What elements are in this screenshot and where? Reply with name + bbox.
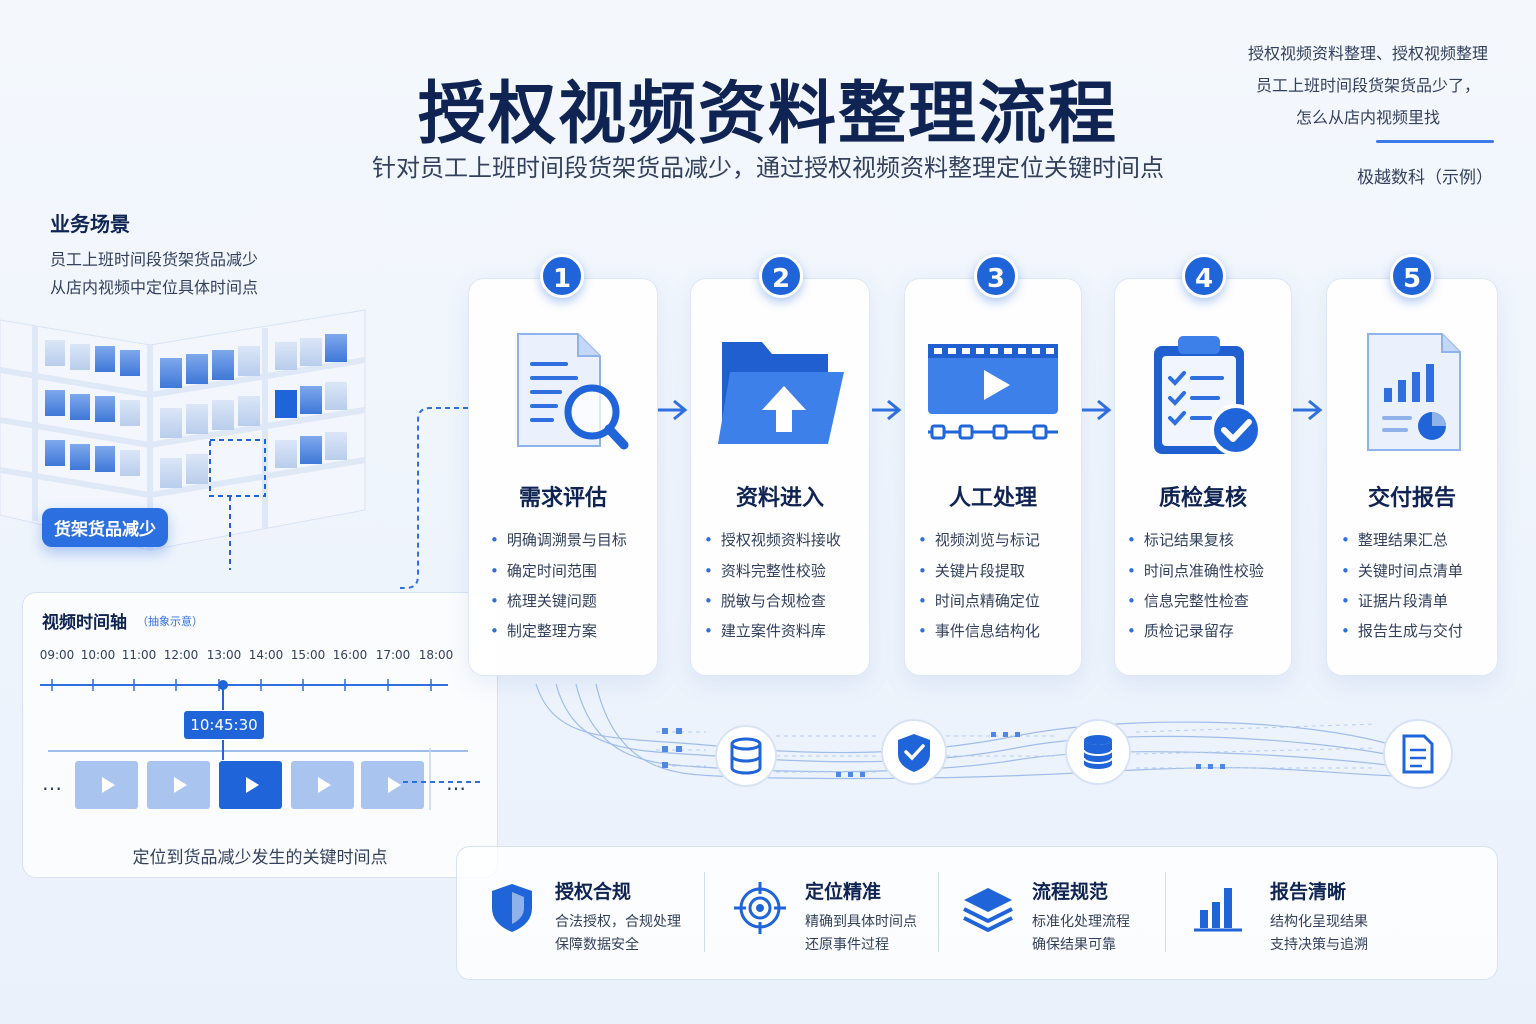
database-icon [715,725,777,787]
folder-upload-icon [718,342,844,444]
feature-title: 定位精准 [805,881,882,903]
step-number-badge: 4 [1182,254,1226,298]
arrow-right-icon [1082,399,1112,421]
step-title: 人工处理 [948,486,1037,511]
step-number-badge: 1 [540,254,584,298]
timeline-tick-label: 17:00 [375,648,411,662]
feature-divider [1165,872,1166,952]
shelf-badge: 货架货品减少 [42,508,168,547]
video-thumbnails [75,761,424,809]
timeline-tick-label: 16:00 [332,648,368,662]
timeline-track[interactable]: … … [22,660,498,860]
corner-note-line: 授权视频资料整理、授权视频整理 [1247,44,1488,63]
feature-line: 标准化处理流程 [1032,914,1130,930]
corner-note: 授权视频资料整理、授权视频整理 员工上班时间段货架货品少了， 怎么从店内视频里找 [1228,38,1508,134]
arrow-right-icon [872,399,902,421]
shield-check-icon [881,719,947,785]
step-title: 需求评估 [518,486,607,511]
feature-line: 还原事件过程 [805,937,889,953]
video-timeline-icon [928,344,1058,440]
timeline-tick-label: 18:00 [418,648,454,662]
feature-divider [938,872,939,952]
feature-title: 授权合规 [555,881,632,903]
step-item: 事件信息结构化 [918,620,1040,641]
step-item: 明确调溯景与目标 [490,529,627,550]
svg-text:…: … [42,771,62,795]
step-number-badge: 2 [759,254,803,298]
target-icon [734,882,786,934]
step-number-badge: 3 [974,254,1018,298]
corner-note-line: 员工上班时间段货架货品少了， [1255,76,1480,95]
step-item: 脱敏与合规检查 [704,590,826,611]
arrow-right-icon [1293,399,1323,421]
document-search-icon [517,333,629,450]
feature-line: 精确到具体时间点 [805,914,917,930]
timeline-title: 视频时间轴 [42,613,127,633]
step-item: 资料完整性校验 [704,560,826,581]
step-item: 制定整理方案 [490,620,597,641]
step-item: 关键时间点清单 [1341,560,1463,581]
step-item: 报告生成与交付 [1341,620,1463,641]
step-item: 视频浏览与标记 [918,529,1040,550]
report-chart-icon [1367,333,1461,451]
feature-title: 流程规范 [1032,881,1109,903]
step-item: 信息完整性检查 [1127,590,1249,611]
document-icon [1383,719,1453,789]
step-item: 整理结果汇总 [1341,529,1448,550]
shield-icon [492,884,532,932]
timeline-connector [400,407,480,783]
timeline-note: （抽象示意） [137,615,203,628]
svg-text:…: … [446,771,466,795]
corner-brand: 极越数科（示例） [1357,168,1493,188]
timeline-tick-label: 10:00 [80,648,116,662]
step-title: 资料进入 [735,486,824,511]
scenario-line: 员工上班时间段货架货品减少 [50,250,259,269]
database-icon [1065,719,1131,785]
step-item: 建立案件资料库 [704,620,826,641]
scenario-line: 从店内视频中定位具体时间点 [50,278,259,297]
features-panel [456,846,1498,980]
timeline-tick-label: 13:00 [206,648,242,662]
shelf-illustration [0,309,366,570]
step-item: 梳理关键问题 [490,590,597,611]
step-number-badge: 5 [1390,254,1434,298]
feature-line: 结构化呈现结果 [1270,914,1368,930]
data-flow-strip [535,683,1453,789]
step-item: 质检记录留存 [1127,620,1234,641]
step-item: 关键片段提取 [918,560,1025,581]
step-title: 质检复核 [1158,486,1247,511]
timeline-tick-label: 12:00 [163,648,199,662]
arrow-right-icon [658,399,688,421]
page-title: 授权视频资料整理流程 [417,75,1118,154]
feature-title: 报告清晰 [1270,881,1347,903]
step-item: 时间点准确性校验 [1127,560,1264,581]
step-item: 标记结果复核 [1127,529,1234,550]
page-subtitle: 针对员工上班时间段货架货品减少，通过授权视频资料整理定位关键时间点 [372,154,1164,182]
feature-divider [704,872,705,952]
step-item: 时间点精确定位 [918,590,1040,611]
step-item: 证据片段清单 [1341,590,1448,611]
scenario-title: 业务场景 [50,212,130,236]
step-title: 交付报告 [1367,486,1456,511]
feature-line: 支持决策与追溯 [1270,937,1368,953]
corner-note-line: 怎么从店内视频里找 [1295,108,1440,127]
layers-icon [963,888,1013,932]
step-item: 确定时间范围 [490,560,597,581]
step-item: 授权视频资料接收 [704,529,841,550]
bar-chart-icon [1194,888,1242,932]
timeline-tick-label: 15:00 [290,648,326,662]
timeline-caption: 定位到货品减少发生的关键时间点 [132,848,388,868]
feature-line: 保障数据安全 [555,937,639,953]
clipboard-check-icon [1154,336,1262,456]
timeline-tick-label: 09:00 [39,648,75,662]
feature-line: 合法授权，合规处理 [555,914,681,930]
feature-line: 确保结果可靠 [1032,937,1116,953]
corner-divider [1376,140,1494,143]
timeline-tick-label: 14:00 [248,648,284,662]
timeline-tick-label: 11:00 [121,648,157,662]
timeline-marker-time: 10:45:30 [184,711,264,739]
